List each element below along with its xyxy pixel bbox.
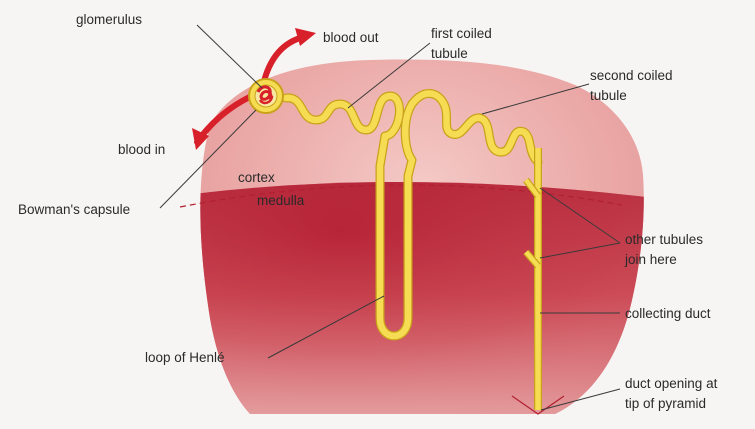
glomerulus-leader (197, 25, 262, 88)
label-bowmans-capsule: Bowman's capsule (18, 202, 130, 217)
label-loop-of-henle: loop of Henlé (145, 350, 225, 365)
label-blood-out: blood out (323, 30, 379, 45)
label-blood-in: blood in (118, 142, 165, 157)
label-second-coiled-line1: second coiled (590, 68, 673, 83)
label-medulla: medulla (257, 193, 305, 208)
label-collecting-duct: collecting duct (625, 306, 711, 321)
label-duct-opening-line1: duct opening at (625, 376, 718, 391)
kidney-tissue (150, 60, 700, 429)
label-other-tubules-line2: join here (624, 252, 677, 267)
blood-out-arrowhead-icon (295, 28, 316, 46)
label-first-coiled-line2: tubule (431, 46, 468, 61)
label-cortex: cortex (238, 170, 275, 185)
label-glomerulus: glomerulus (76, 12, 142, 27)
label-other-tubules-line1: other tubules (625, 232, 703, 247)
label-second-coiled-line2: tubule (590, 88, 627, 103)
bowmans-capsule (249, 79, 283, 113)
label-first-coiled-line1: first coiled (431, 26, 492, 41)
label-duct-opening-line2: tip of pyramid (625, 396, 706, 411)
